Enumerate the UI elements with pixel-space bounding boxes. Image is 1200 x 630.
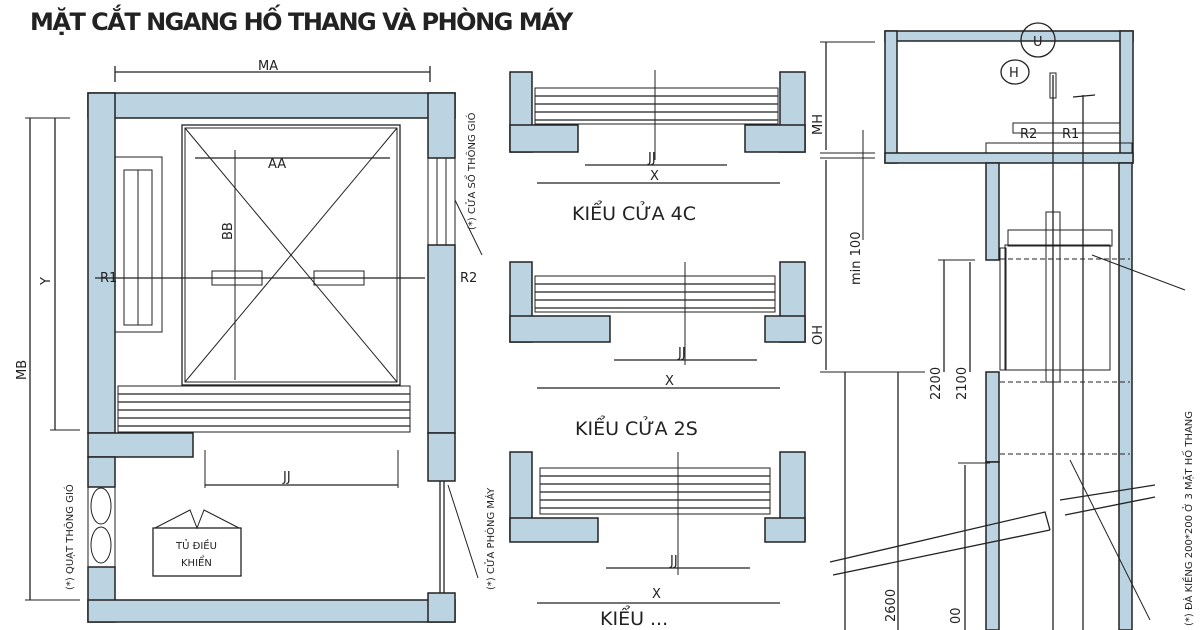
- wall-right-lower: [427, 244, 456, 434]
- section-r1-label: R1: [1062, 127, 1079, 142]
- vent-window-label: (*) CỬA SỔ THÔNG GIÓ: [463, 112, 478, 230]
- y-label: Y: [39, 277, 54, 286]
- ma-label: MA: [258, 59, 278, 74]
- u-circle: [1020, 22, 1056, 58]
- wall-top: [87, 92, 456, 119]
- wall-bottom: [87, 599, 456, 623]
- door-type-4c: JJ X: [509, 261, 806, 389]
- door-type-2s: JJ X: [509, 451, 806, 604]
- door-type-next-label: KIỂU ...: [600, 604, 668, 630]
- x-label: X: [650, 169, 659, 184]
- aa-label: AA: [268, 157, 286, 172]
- x-label: X: [652, 587, 661, 602]
- h2100-label: 2100: [955, 367, 970, 400]
- page-title: MẶT CẮT NGANG HỐ THANG VÀ PHÒNG MÁY: [30, 8, 573, 36]
- jj-label: JJ: [647, 151, 656, 166]
- wall-right-upper: [427, 92, 456, 159]
- x-label: X: [665, 374, 674, 389]
- plan-r2-label: R2: [460, 271, 477, 286]
- door-type-4c-label: KIỂU CỬA 4C: [572, 199, 696, 225]
- h2600-label: 2600: [884, 589, 899, 622]
- mh-label: MH: [811, 114, 826, 135]
- oh-label: OH: [811, 325, 826, 345]
- landing-doors: [117, 385, 411, 433]
- h-label: H: [1009, 66, 1019, 81]
- door-type-2s-label: KIỂU CỬA 2S: [575, 414, 698, 440]
- bb-label: BB: [221, 222, 236, 240]
- h2200-label: 2200: [929, 367, 944, 400]
- h-circle: [1000, 59, 1030, 85]
- jj-label: JJ: [677, 346, 686, 361]
- vent-window: [427, 157, 456, 246]
- cabinet-label-1: TỦ ĐIỀU: [175, 538, 217, 552]
- cabinet-label-2: KHIỂN: [181, 555, 212, 569]
- jj-label: JJ: [669, 554, 678, 569]
- min100-label: min 100: [849, 232, 864, 285]
- vent-fan-label: (*) QUẠT THÔNG GIÓ: [63, 484, 76, 590]
- plan-jj-label: JJ: [282, 470, 291, 485]
- u-label: U: [1033, 35, 1043, 50]
- car: [181, 124, 401, 386]
- shaft-plan: MA AA BB R1 R2: [15, 59, 497, 623]
- beam-note-label: (*) ĐÀ KIỀNG 200*200 Ở 3 MẶT HỐ THANG: [1181, 411, 1195, 626]
- machine-room-door-label: (*) CỬA PHÒNG MÁY: [483, 487, 497, 590]
- h-partial-label: 00: [949, 607, 964, 624]
- machine-room-floor: [884, 152, 1134, 164]
- wall-left: [87, 92, 116, 434]
- shaft-section: U H R2 R1 MH min 100 OH 2200 2100 2600: [811, 22, 1195, 630]
- section-r2-label: R2: [1020, 127, 1037, 142]
- mb-label: MB: [15, 360, 30, 380]
- door-type-top: JJ X: [509, 70, 806, 184]
- plan-r1-label: R1: [100, 271, 117, 286]
